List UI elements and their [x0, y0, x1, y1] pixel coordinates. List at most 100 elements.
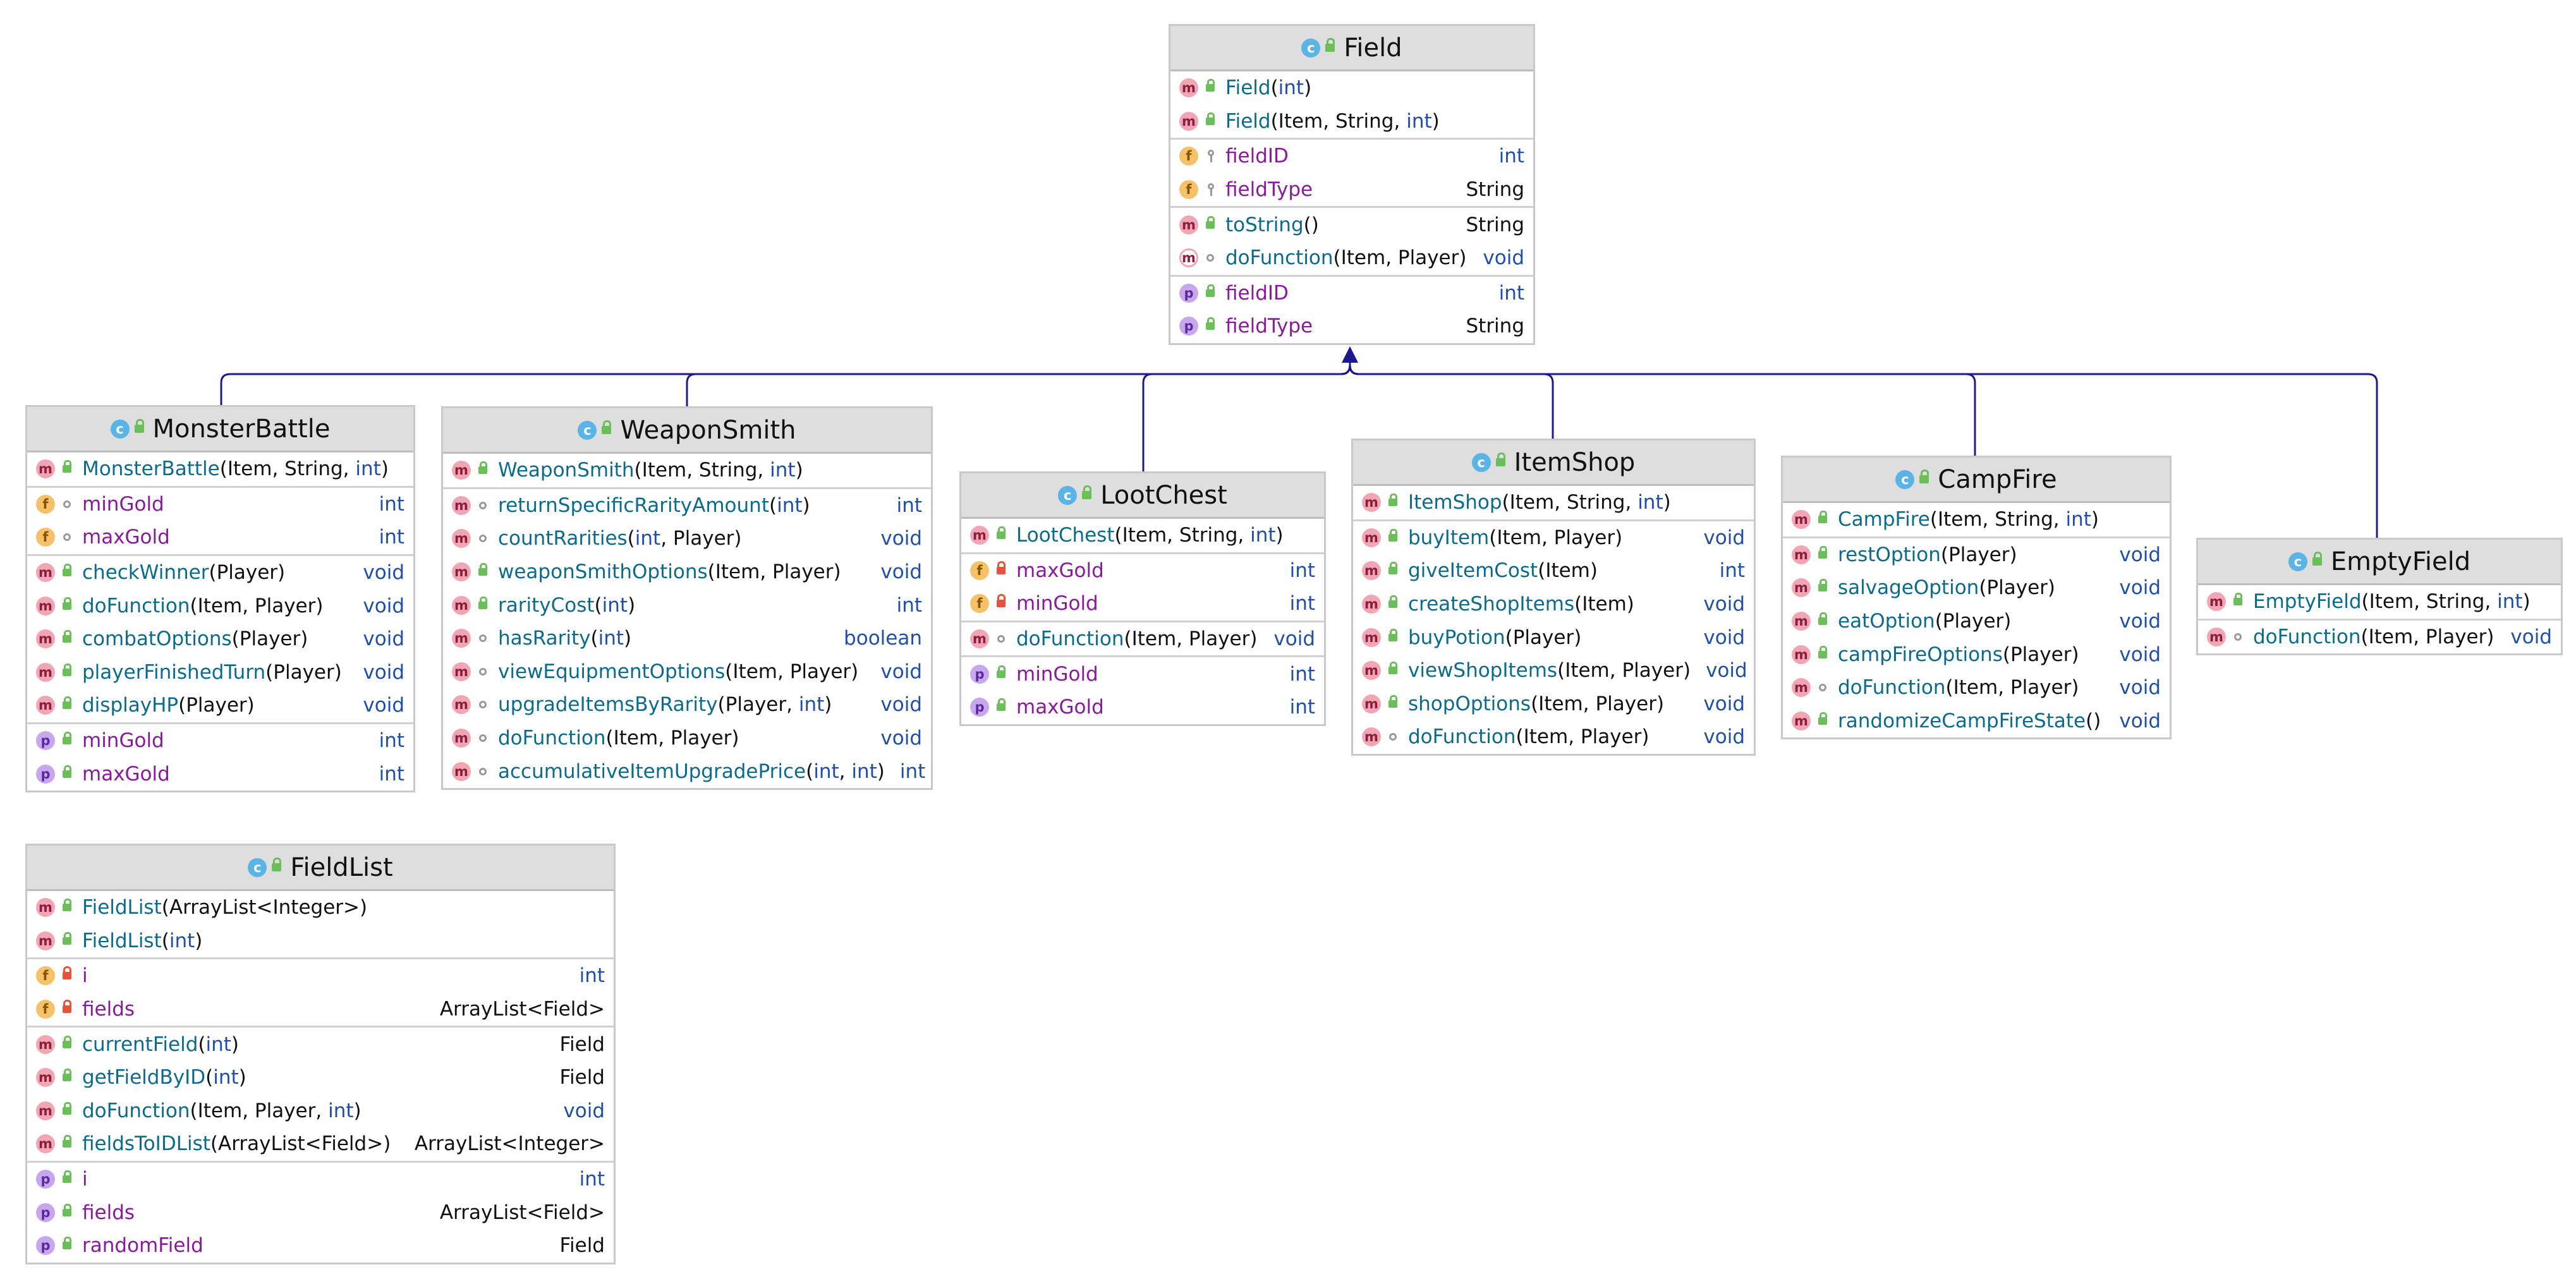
member-name: doFunction: [1838, 676, 1946, 700]
return-type: void: [363, 627, 404, 651]
parameter-list: (Item, Player): [1489, 526, 1623, 549]
public-icon: [1818, 545, 1827, 559]
property-icon: p: [970, 698, 989, 717]
visibility: [1387, 733, 1399, 741]
property-icon: p: [36, 1236, 55, 1256]
visibility: [61, 931, 73, 945]
parameter-type: int: [2065, 508, 2091, 531]
member-name: CampFire: [1838, 508, 1930, 531]
member-name: fieldID: [1225, 281, 1289, 305]
method-icon: m: [970, 526, 989, 545]
public-icon: [1818, 612, 1827, 626]
visibility: [2232, 633, 2244, 641]
method-icon: m: [36, 629, 55, 649]
method-icon: m: [1179, 78, 1198, 98]
return-type: void: [563, 1099, 605, 1122]
parameter-type: int: [1637, 491, 1663, 514]
return-type: int: [896, 593, 922, 617]
parameter-list: (Item, String, int): [1929, 508, 2099, 531]
return-type: int: [1289, 559, 1315, 582]
visibility: [1387, 562, 1399, 575]
class-name: Field: [1344, 33, 1402, 63]
return-type: void: [1703, 692, 1745, 715]
